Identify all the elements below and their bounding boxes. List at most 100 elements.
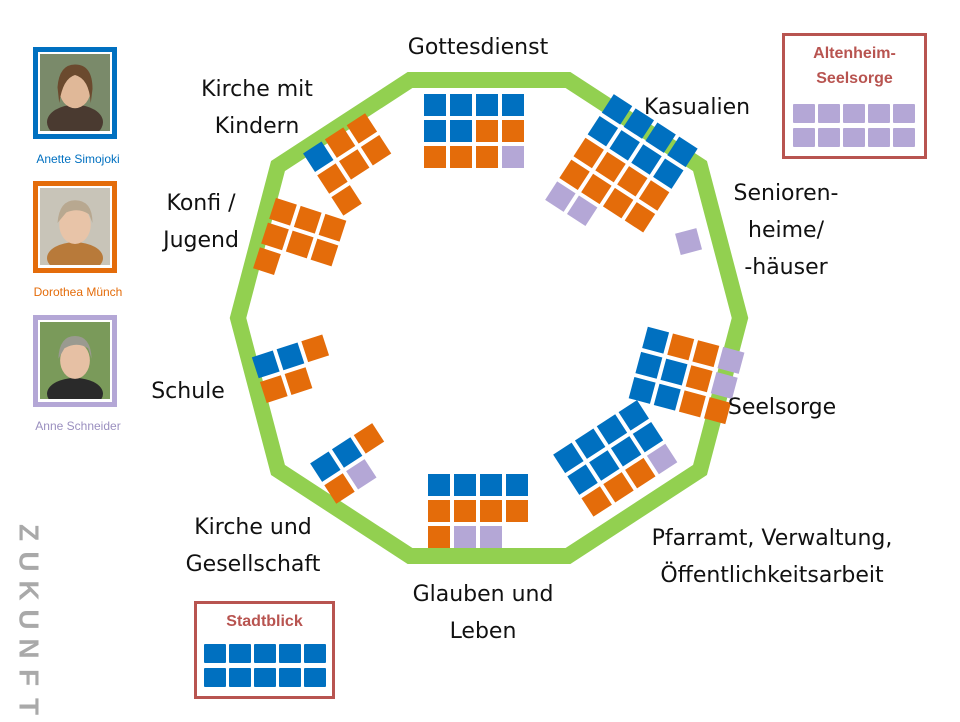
tile-blue xyxy=(424,120,446,142)
tile-blue xyxy=(303,141,334,172)
tile-group-kirche-kindern xyxy=(303,113,392,216)
segment-label-line: Glauben und xyxy=(413,582,554,607)
person-card-dorothea xyxy=(33,181,117,273)
tile-blue xyxy=(304,644,326,663)
tile-orange xyxy=(638,180,670,211)
segment-label-line: Seelsorge xyxy=(728,395,836,420)
tile-orange xyxy=(293,205,322,234)
tile-orange xyxy=(317,163,348,194)
segment-label-line: Jugend xyxy=(161,228,239,253)
segment-label-line: Öffentlichkeitsarbeit xyxy=(660,562,884,588)
tile-group-seniorenheime xyxy=(675,228,703,256)
segment-label-line: Schule xyxy=(151,379,225,404)
tile-orange xyxy=(625,457,656,489)
tile-orange xyxy=(261,222,289,251)
tile-blue xyxy=(642,326,670,354)
tile-blue xyxy=(476,94,498,116)
tile-blue xyxy=(645,122,676,153)
stadtblick-box: Stadtblick xyxy=(194,601,335,699)
person-name: Anette Simojoki xyxy=(36,152,120,166)
tile-group-kasualien xyxy=(545,94,698,233)
tile-purple xyxy=(710,372,738,399)
tile-blue xyxy=(229,644,251,663)
segment-label-schule: Schule xyxy=(151,379,225,404)
tile-blue xyxy=(454,474,476,496)
tile-purple xyxy=(893,128,915,147)
segment-label-kasualien: Kasualien xyxy=(644,95,750,120)
tile-blue xyxy=(553,442,584,474)
tile-group-seelsorge xyxy=(628,326,745,425)
person-card-anne xyxy=(33,315,117,407)
tile-purple xyxy=(843,128,865,147)
tile-blue xyxy=(310,451,341,482)
tile-group-glauben xyxy=(428,474,528,548)
tile-blue xyxy=(428,474,450,496)
tile-blue xyxy=(660,358,688,386)
tile-orange xyxy=(346,113,378,144)
tile-orange xyxy=(284,367,313,395)
segment-label-konfi: Konfi / Jugend xyxy=(161,191,239,253)
tile-blue xyxy=(251,350,280,379)
tile-group-kirche-gesellschaft xyxy=(310,423,385,504)
tile-purple xyxy=(868,104,890,123)
tile-blue xyxy=(229,668,251,687)
tile-orange xyxy=(678,390,706,418)
tile-purple xyxy=(346,459,377,490)
tile-blue xyxy=(567,464,598,495)
tile-blue xyxy=(450,120,472,142)
segment-label-line: Leben xyxy=(450,619,517,644)
label-layer: GottesdienstKasualienSenioren-heime/-häu… xyxy=(151,35,892,644)
zukunft-letter: Z xyxy=(13,523,45,542)
zukunft-letter: N xyxy=(13,638,45,659)
tile-blue xyxy=(424,94,446,116)
tile-blue xyxy=(450,94,472,116)
tile-orange xyxy=(360,135,392,166)
tile-orange xyxy=(318,213,347,242)
tile-orange xyxy=(624,202,656,233)
segment-label-line: -häuser xyxy=(744,255,828,280)
tile-blue xyxy=(502,94,524,116)
tile-orange xyxy=(450,146,472,168)
segment-label-line: Kirche und xyxy=(194,515,312,540)
tile-orange xyxy=(692,340,720,368)
segment-label-line: Konfi / xyxy=(167,191,237,216)
tile-purple xyxy=(480,526,502,548)
tile-purple xyxy=(843,104,865,123)
tile-blue xyxy=(667,136,698,168)
tile-orange xyxy=(428,526,450,548)
tile-blue xyxy=(631,144,662,175)
segment-label-gottesdienst: Gottesdienst xyxy=(408,35,549,60)
tile-orange xyxy=(428,500,450,522)
tile-group-gottesdienst xyxy=(424,94,524,168)
tile-purple xyxy=(893,104,915,123)
tile-purple xyxy=(675,228,703,256)
tile-blue xyxy=(254,668,276,687)
tile-orange xyxy=(685,365,713,393)
segment-label-line: Kirche mit xyxy=(201,77,313,102)
tile-orange xyxy=(454,500,476,522)
tile-blue xyxy=(574,428,606,459)
tile-group-konfi xyxy=(253,197,347,276)
stadtblick-title: Stadtblick xyxy=(226,613,303,630)
altenheim-title-2: Seelsorge xyxy=(816,70,893,87)
tile-blue xyxy=(480,474,502,496)
tile-blue xyxy=(653,383,681,411)
tile-purple xyxy=(566,195,598,226)
segment-label-line: Kindern xyxy=(215,114,300,139)
tile-blue xyxy=(610,436,642,467)
portrait-photo-icon xyxy=(40,54,110,131)
tile-orange xyxy=(603,472,634,503)
tile-orange xyxy=(253,247,281,276)
tile-orange xyxy=(581,173,612,205)
person-name: Dorothea Münch xyxy=(33,285,123,299)
segment-label-line: Kasualien xyxy=(644,95,750,120)
segment-label-pfarramt: Pfarramt, Verwaltung,Öffentlichkeitsarbe… xyxy=(652,526,893,588)
tile-group-pfarramt xyxy=(553,400,678,517)
segment-label-line: Gesellschaft xyxy=(186,552,321,577)
tile-blue xyxy=(331,437,363,468)
zukunft-letter: F xyxy=(13,668,45,687)
tile-blue xyxy=(628,376,656,404)
